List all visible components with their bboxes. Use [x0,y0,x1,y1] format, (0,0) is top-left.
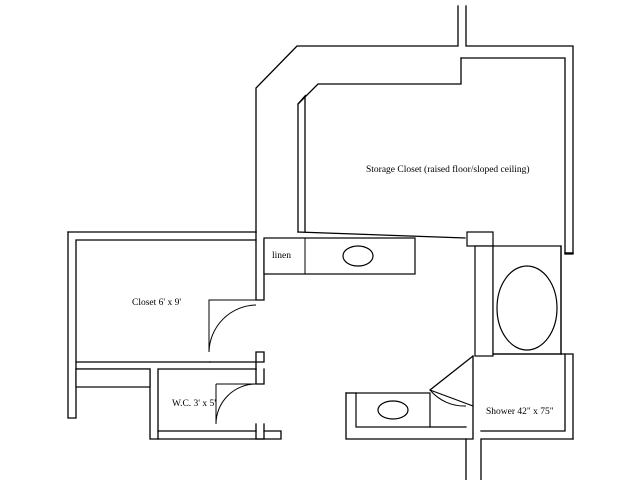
storage-closet-label: Storage Closet (raised floor/sloped ceil… [366,164,530,175]
wc-label: W.C. 3' x 5' [172,399,216,409]
shower-walls [429,353,574,480]
storage-closet-walls [67,5,574,254]
tub-area [466,231,574,440]
shower-label: Shower 42" x 75" [486,407,554,417]
sink-icon [377,400,409,420]
linen-label: linen [272,251,291,261]
lower-vanity [345,392,467,440]
closet-door [208,299,257,353]
wc-walls [157,368,282,440]
shelf-box [75,368,151,388]
closet-walls [67,231,265,440]
bathtub-icon [496,265,558,351]
sink-icon [342,245,374,267]
wc-door [215,383,257,425]
vanity-counter [263,237,416,275]
shower-door [429,389,474,407]
closet-label: Closet 6' x 9' [132,298,181,308]
